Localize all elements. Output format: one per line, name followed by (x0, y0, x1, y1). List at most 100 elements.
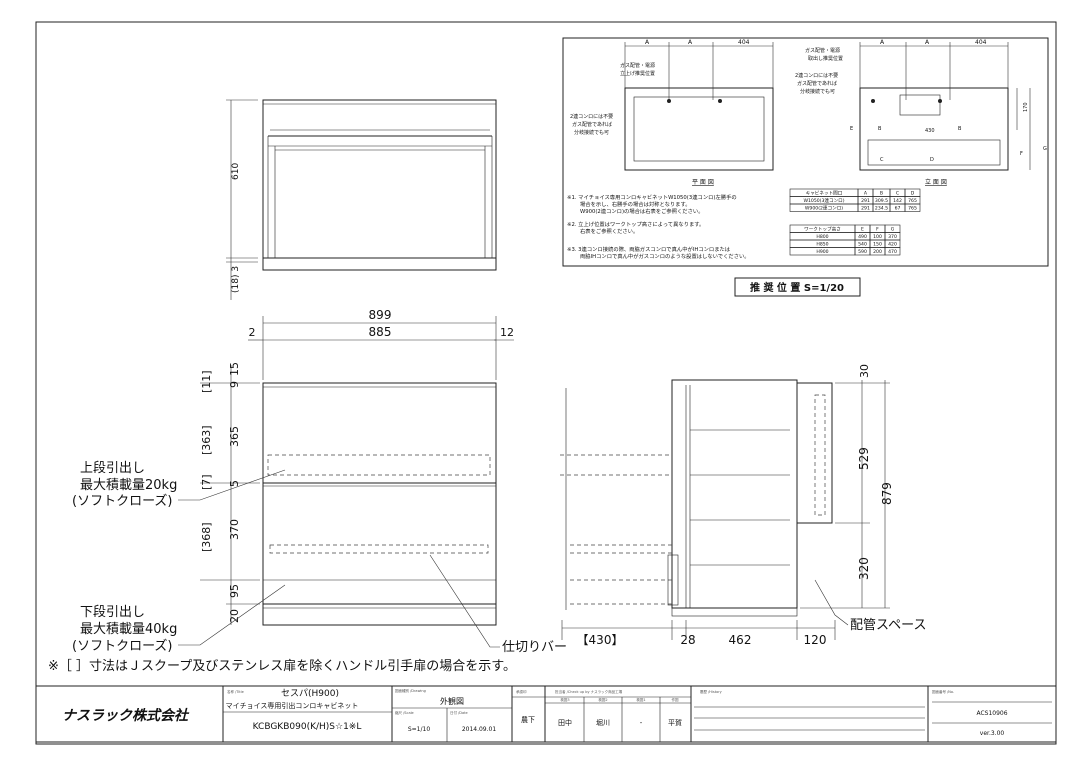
inset-dim-404: 404 (738, 39, 750, 46)
elev-dim-c: C (880, 157, 884, 163)
lower-drawer-label: 下段引出し (80, 605, 145, 620)
cabinet-table-header: D (911, 191, 915, 197)
recommended-position-caption: 推 奨 位 置 S=1/20 (750, 281, 844, 294)
plan-view-label: 平 面 図 (692, 179, 714, 186)
elevation-view-label: 立 面 図 (925, 178, 947, 186)
dim-bracket-363: [363] (200, 425, 213, 455)
checker: 堀川 (596, 718, 610, 727)
inset-note-1b: 場合を示し、右勝手の場合は対称となります。 (580, 200, 691, 208)
dim-12: 12 (500, 326, 514, 339)
dim-95: 95 (228, 584, 241, 598)
sheet-border (35, 21, 1057, 745)
elev-callout: ガス配管・電源 (805, 47, 840, 54)
cabinet-table-value: 291 (861, 206, 870, 212)
approval-label: 承認印 (516, 689, 527, 694)
history-label: 履歴 /History (700, 689, 722, 694)
divider-bar-label: 仕切りバー (502, 640, 567, 655)
upper-drawer-softclose: (ソフトクローズ) (72, 493, 173, 509)
company-logo: ナスラック株式会社 (62, 707, 190, 724)
worktop-table-value: H800 (816, 234, 828, 240)
plan-callout: 分岐接続でも可 (574, 129, 609, 136)
side-view (560, 379, 890, 640)
dim-320: 320 (857, 557, 871, 580)
worktop-table-header: ワークトップ高さ (804, 226, 841, 233)
inset-note-3b: 両脇IHコンロで真ん中がガスコンロのような設置はしないでください。 (580, 252, 750, 260)
inset-elev-dim-a1: A (880, 39, 885, 46)
check-col: 検図3 (560, 697, 569, 702)
elev-dim-d: D (930, 157, 934, 163)
worktop-table-header: E (861, 227, 864, 233)
elev-callout: 取出し推奨位置 (808, 55, 843, 62)
inset-elev-dim-a2: A (925, 39, 930, 46)
number-label: 図面番号 /No. (932, 689, 954, 694)
cabinet-table-value: W900(2連コンロ) (805, 205, 843, 212)
scale-label: 縮尺 /Scale (395, 710, 414, 715)
cabinet-table-value: 765 (908, 206, 917, 212)
dim-9: 9 (228, 381, 241, 388)
dim-15: 15 (228, 362, 241, 376)
checker: 田中 (558, 718, 572, 727)
elev-dim-170: 170 (1023, 102, 1029, 112)
elev-dim-b: B (958, 126, 962, 132)
cabinet-table-value: 309.5 (875, 198, 888, 204)
recommended-position-inset (562, 37, 1049, 297)
product-title: セスパ(H900) (281, 688, 339, 699)
drawing-type: 外観図 (440, 696, 464, 706)
product-subtitle: マイチョイス専用引出コンロキャビネット (226, 701, 359, 710)
drawing-number: ACS10906 (976, 710, 1007, 717)
worktop-table-value: 150 (873, 242, 882, 248)
dim-28: 28 (680, 633, 695, 647)
cabinet-table-header: B (880, 191, 883, 197)
elev-callout: 分岐接続でも可 (800, 88, 835, 95)
front-view: 899 2 885 12 [11] [363] [7] [368] 9 15 3… (178, 308, 514, 648)
cabinet-table-header: キャビネット間口 (806, 190, 843, 197)
worktop-table-header: G (891, 227, 895, 233)
checker: 平賀 (668, 718, 682, 727)
dim-bracket-7: [7] (200, 474, 213, 490)
elev-dim-g: G (1043, 146, 1047, 152)
cabinet-table-value: 291 (861, 198, 870, 204)
dim-899: 899 (369, 308, 392, 322)
inset-note-3: ※3. 3連コンロ接続の際、両脇ガスコンロで真ん中がIHコンロまたは (567, 245, 731, 253)
worktop-table-value: 490 (858, 234, 867, 240)
title-block (35, 685, 1057, 743)
checked-label: 担当者 /Check up by ナスラック商品工場 (555, 689, 623, 694)
checker: - (640, 719, 643, 727)
inset-dim-a2: A (688, 39, 693, 46)
plan-callout: 立上げ推奨位置 (620, 70, 655, 77)
dim-462: 462 (729, 633, 752, 647)
upper-drawer-label: 上段引出し (80, 461, 145, 476)
cabinet-table-header: A (864, 191, 868, 197)
elev-callout: 2連コンロには不要 (795, 72, 838, 79)
inset-note-1c: W900(2連コンロ)の場合は右表をご参照ください。 (580, 207, 704, 215)
dim-18-3: (18) 3 (231, 266, 241, 293)
dim-365: 365 (228, 426, 241, 447)
check-col: 検図2 (598, 697, 607, 702)
scale: S=1/10 (408, 726, 430, 733)
inset-note-1: ※1. マイチョイス専用コンロキャビネットW1050(3連コンロ)左勝手の (567, 193, 737, 201)
inset-elev-dim-404: 404 (975, 39, 987, 46)
worktop-table-value: 370 (888, 234, 897, 240)
date: 2014.09.01 (462, 726, 497, 733)
dim-885: 885 (369, 325, 392, 339)
dim-5: 5 (228, 480, 241, 487)
cabinet-table-value: 67 (895, 206, 901, 212)
model-number: KCBGKB090(K/H)S☆1※L (253, 722, 362, 732)
piping-space-label: 配管スペース (850, 618, 926, 633)
elev-dim-f: F (1020, 151, 1023, 157)
dim-430: 【430】 (577, 633, 624, 647)
dim-529: 529 (857, 447, 871, 470)
worktop-table-value: 590 (858, 249, 867, 255)
cabinet-table-value: W1050(3連コンロ) (803, 197, 844, 204)
cabinet-table-value: 765 (908, 198, 917, 204)
worktop-table-value: 200 (873, 249, 882, 255)
plan-callout: ガス配管・電源 (620, 62, 655, 69)
date-label: 日付 /Date (450, 710, 468, 715)
worktop-table-cell (884, 247, 901, 256)
elev-callout: ガス配管であれば (797, 80, 837, 87)
plan-callout: 2連コンロには不要 (570, 113, 613, 120)
name-label: 名称 /Title (227, 689, 244, 694)
lower-drawer-softclose: (ソフトクローズ) (72, 638, 173, 654)
